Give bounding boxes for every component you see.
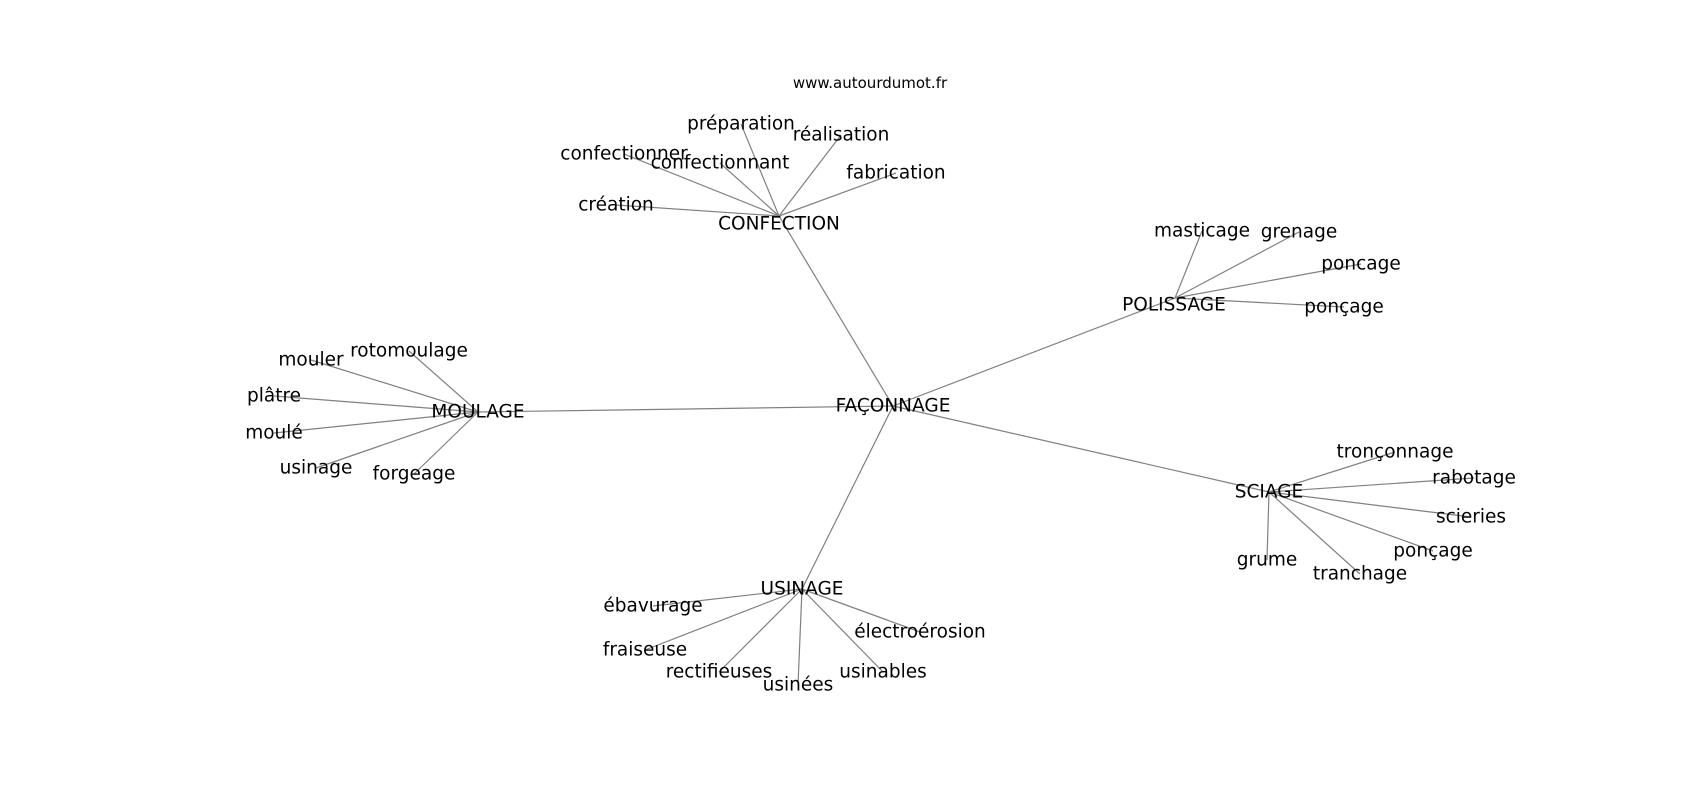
leaf-node-usinage-leaf: usinage [280, 458, 353, 479]
hub-node-sciage: SCIAGE [1235, 482, 1303, 503]
edge-usinage-usinables [801, 588, 884, 673]
leaf-node-scieries: scieries [1436, 507, 1506, 528]
edge-confection-fabrication [778, 172, 897, 217]
edge-usinage-rectifieuses [718, 588, 803, 673]
edge-sciage-tronconnage [1268, 451, 1396, 493]
edge-polissage-poncage-a [1174, 263, 1362, 299]
edge-confection-realisation [778, 134, 842, 217]
edge-polissage-grenage [1174, 231, 1300, 299]
watermark-text: www.autourdumot.fr [793, 74, 948, 92]
hub-node-moulage: MOULAGE [431, 402, 524, 423]
leaf-node-realisation: réalisation [793, 125, 890, 146]
edge-moulage-usinage-leaf [315, 411, 479, 469]
leaf-node-fabrication: fabrication [846, 163, 945, 184]
leaf-node-confectionnant: confectionnant [651, 153, 790, 174]
hub-node-confection: CONFECTION [718, 214, 840, 235]
edge-usinage-electroerosion [801, 588, 921, 633]
edge-faconnage-moulage [477, 405, 894, 413]
leaf-node-masticage: masticage [1154, 221, 1250, 242]
leaf-node-poncage-b: ponçage [1304, 297, 1383, 318]
leaf-node-rectifieuses: rectifieuses [666, 662, 773, 683]
leaf-node-grume: grume [1237, 550, 1297, 571]
edge-polissage-poncage-b [1174, 297, 1345, 308]
leaf-node-rotomoulage: rotomoulage [350, 341, 468, 362]
edge-sciage-tranchage [1268, 491, 1361, 575]
edge-polissage-masticage [1174, 230, 1203, 299]
edge-confection-creation [615, 204, 780, 217]
edge-moulage-rotomoulage [408, 350, 479, 413]
edge-usinage-ebavurage [652, 588, 803, 607]
hub-node-usinage: USINAGE [761, 579, 844, 600]
leaf-node-creation: création [578, 195, 654, 216]
leaf-node-ebavurage: ébavurage [603, 596, 702, 617]
center-node-faconnage: FAÇONNAGE [836, 396, 951, 417]
leaf-node-tranchage: tranchage [1313, 564, 1407, 585]
edge-faconnage-sciage [892, 405, 1270, 493]
edge-faconnage-polissage [892, 297, 1176, 407]
edge-moulage-platre [273, 395, 479, 413]
hub-node-polissage: POLISSAGE [1122, 295, 1226, 316]
edge-sciage-grume [1266, 491, 1270, 561]
leaf-node-tronconnage: tronçonnage [1337, 442, 1454, 463]
leaf-node-mouler: mouler [278, 350, 344, 371]
leaf-node-platre: plâtre [247, 386, 301, 407]
leaf-node-fraiseuse: fraiseuse [603, 640, 687, 661]
edge-sciage-poncage-c [1268, 491, 1434, 552]
edge-confection-confectionner [623, 153, 780, 217]
edge-usinage-usinees [797, 588, 803, 686]
leaf-node-usinables: usinables [839, 662, 926, 683]
leaf-node-electroerosion: électroérosion [854, 622, 986, 643]
edge-faconnage-usinage [801, 405, 894, 590]
edge-moulage-mouler [310, 359, 479, 413]
edge-usinage-fraiseuse [644, 588, 803, 651]
edge-moulage-moule [273, 411, 479, 434]
edges-layer [273, 123, 1475, 686]
leaf-node-poncage-c: ponçage [1393, 541, 1472, 562]
edge-sciage-scieries [1268, 491, 1472, 518]
edge-sciage-rabotage [1268, 477, 1475, 493]
leaf-node-grenage: grenage [1261, 222, 1338, 243]
leaf-node-moule: moulé [245, 423, 303, 444]
leaf-node-rabotage: rabotage [1432, 468, 1516, 489]
leaf-node-preparation: préparation [687, 114, 795, 135]
labels-layer: FAÇONNAGE CONFECTION préparationréalisatio… [245, 114, 1516, 696]
edge-faconnage-confection [778, 215, 894, 407]
leaf-node-usinees: usinées [763, 675, 834, 696]
edge-confection-confectionnant [719, 162, 780, 217]
leaf-node-confectionner: confectionner [560, 144, 688, 165]
leaf-node-forgeage: forgeage [373, 464, 456, 485]
edge-moulage-forgeage [413, 411, 479, 475]
edge-confection-preparation [740, 123, 780, 217]
leaf-node-poncage-a: poncage [1321, 254, 1400, 275]
